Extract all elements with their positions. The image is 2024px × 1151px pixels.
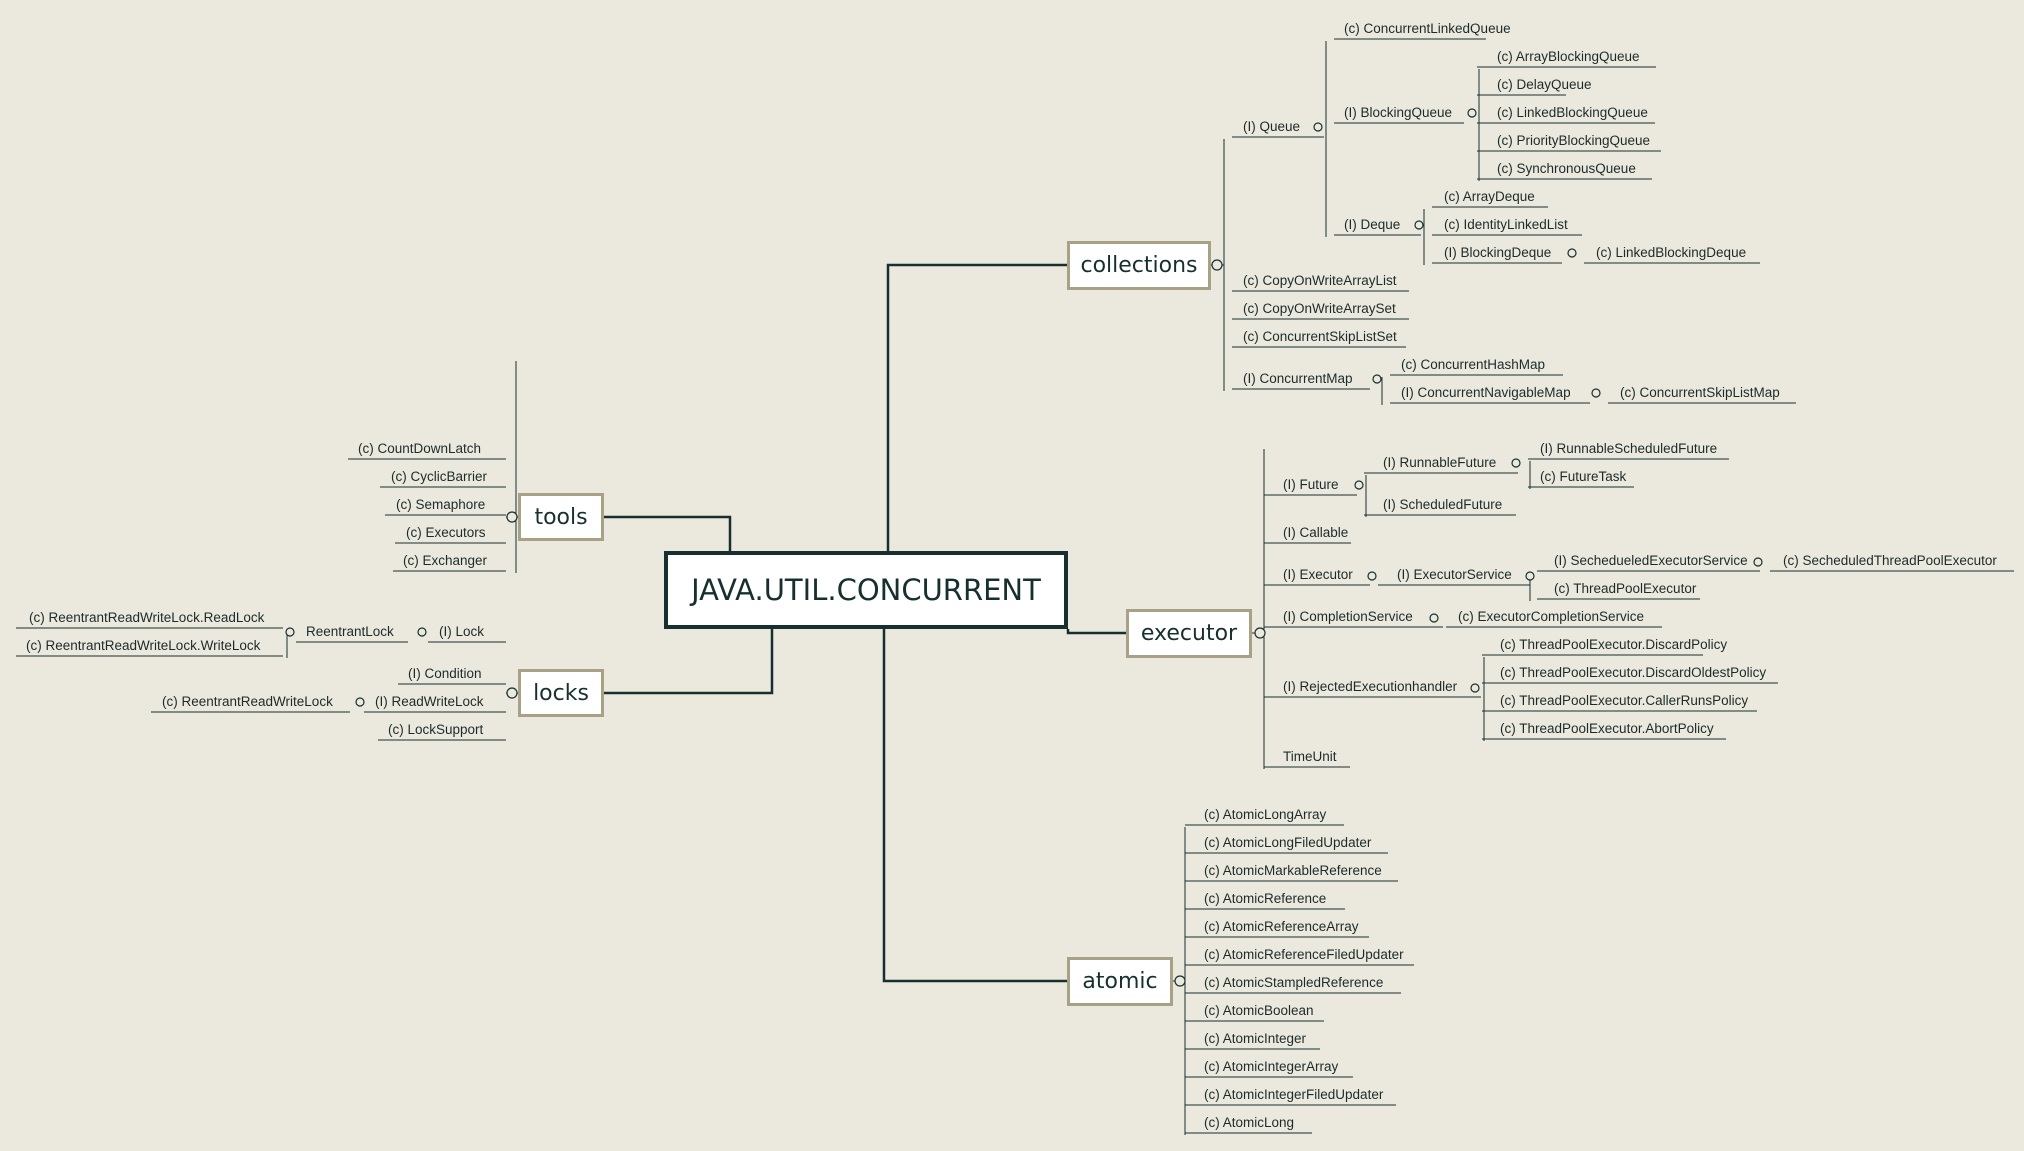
reentrant-lock[interactable]: ReentrantLock (306, 624, 394, 639)
collapse-toggle-icon[interactable] (1525, 571, 1535, 581)
collapse-toggle-icon[interactable] (1254, 627, 1266, 639)
collapse-toggle-icon[interactable] (1367, 571, 1377, 581)
array-blocking-queue[interactable]: (c) ArrayBlockingQueue (1497, 49, 1640, 64)
collapse-toggle-icon[interactable] (1467, 108, 1477, 118)
collapse-toggle-icon[interactable] (1511, 458, 1521, 468)
atomic-item[interactable]: (c) AtomicIntegerFiledUpdater (1204, 1087, 1384, 1102)
condition-interface[interactable]: (I) Condition (408, 666, 482, 681)
atomic-item[interactable]: (c) AtomicStampledReference (1204, 975, 1384, 990)
discard-policy[interactable]: (c) ThreadPoolExecutor.DiscardPolicy (1500, 637, 1728, 652)
collapse-toggle-icon[interactable] (1753, 557, 1763, 567)
linked-blocking-queue[interactable]: (c) LinkedBlockingQueue (1497, 105, 1648, 120)
concurrent-map-interface[interactable]: (I) ConcurrentMap (1243, 371, 1353, 386)
concurrent-navigable-map-interface[interactable]: (I) ConcurrentNavigableMap (1401, 385, 1571, 400)
atomic-item[interactable]: (c) AtomicBoolean (1204, 1003, 1314, 1018)
collapse-toggle-icon[interactable] (506, 511, 518, 523)
write-lock[interactable]: (c) ReentrantReadWriteLock.WriteLock (26, 638, 261, 653)
collapse-toggle-icon[interactable] (1372, 374, 1382, 384)
collapse-toggle-icon[interactable] (1567, 248, 1577, 258)
trunk-atomic (882, 629, 1067, 983)
branch-executor[interactable]: executor (1126, 609, 1252, 658)
collapse-toggle-icon[interactable] (1354, 480, 1364, 490)
read-lock[interactable]: (c) ReentrantReadWriteLock.ReadLock (29, 610, 265, 625)
thread-pool-executor[interactable]: (c) ThreadPoolExecutor (1554, 581, 1697, 596)
root-node[interactable]: JAVA.UTIL.CONCURRENT (664, 551, 1068, 629)
scheduled-future-interface[interactable]: (I) ScheduledFuture (1383, 497, 1503, 512)
deque-interface[interactable]: (I) Deque (1344, 217, 1401, 232)
scheduled-executor-service-interface[interactable]: (I) SechedueledExecutorService (1554, 553, 1748, 568)
scheduled-thread-pool-executor[interactable]: (c) SecheduledThreadPoolExecutor (1783, 553, 1997, 568)
copy-on-write-array-set[interactable]: (c) CopyOnWriteArraySet (1243, 301, 1396, 316)
collapse-toggle-icon[interactable] (1470, 683, 1480, 693)
time-unit[interactable]: TimeUnit (1283, 749, 1337, 764)
caller-runs-policy[interactable]: (c) ThreadPoolExecutor.CallerRunsPolicy (1500, 693, 1749, 708)
future-task[interactable]: (c) FutureTask (1540, 469, 1627, 484)
delay-queue[interactable]: (c) DelayQueue (1497, 77, 1592, 92)
runnable-scheduled-future-interface[interactable]: (I) RunnableScheduledFuture (1540, 441, 1718, 456)
collapse-toggle-icon[interactable] (506, 687, 518, 699)
collapse-toggle-icon[interactable] (1174, 975, 1186, 987)
branch-atomic[interactable]: atomic (1067, 957, 1173, 1006)
trunk-locks (604, 629, 774, 695)
identity-linked-list[interactable]: (c) IdentityLinkedList (1444, 217, 1568, 232)
semaphore[interactable]: (c) Semaphore (396, 497, 486, 512)
exchanger[interactable]: (c) Exchanger (403, 553, 488, 568)
collapse-toggle-icon[interactable] (1414, 220, 1424, 230)
abort-policy[interactable]: (c) ThreadPoolExecutor.AbortPolicy (1500, 721, 1714, 736)
collapse-toggle-icon[interactable] (1211, 259, 1223, 271)
concurrent-skip-list-set[interactable]: (c) ConcurrentSkipListSet (1243, 329, 1397, 344)
atomic-item[interactable]: (c) AtomicLongArray (1204, 807, 1327, 822)
executor-service-interface[interactable]: (I) ExecutorService (1397, 567, 1512, 582)
branch-tools[interactable]: tools (518, 493, 604, 541)
completion-service-interface[interactable]: (I) CompletionService (1283, 609, 1413, 624)
atomic-item[interactable]: (c) AtomicInteger (1204, 1031, 1307, 1046)
atomic-item[interactable]: (c) AtomicReferenceArray (1204, 919, 1359, 934)
discard-oldest-policy[interactable]: (c) ThreadPoolExecutor.DiscardOldestPoli… (1500, 665, 1767, 680)
trunk-tools (604, 515, 732, 551)
executors[interactable]: (c) Executors (406, 525, 486, 540)
trunk-collections (886, 263, 1067, 551)
atomic-item[interactable]: (c) AtomicReferenceFiledUpdater (1204, 947, 1404, 962)
rejected-execution-handler-interface[interactable]: (I) RejectedExecutionhandler (1283, 679, 1458, 694)
atomic-item[interactable]: (c) AtomicLongFiledUpdater (1204, 835, 1372, 850)
blocking-queue-interface[interactable]: (I) BlockingQueue (1344, 105, 1453, 120)
queue-interface[interactable]: (I) Queue (1243, 119, 1301, 134)
callable-interface[interactable]: (I) Callable (1283, 525, 1349, 540)
branch-collections[interactable]: collections (1067, 241, 1211, 290)
runnable-future-interface[interactable]: (I) RunnableFuture (1383, 455, 1497, 470)
synchronous-queue[interactable]: (c) SynchronousQueue (1497, 161, 1636, 176)
lock-interface[interactable]: (I) Lock (439, 624, 485, 639)
priority-blocking-queue[interactable]: (c) PriorityBlockingQueue (1497, 133, 1651, 148)
atomic-item[interactable]: (c) AtomicReference (1204, 891, 1327, 906)
future-interface[interactable]: (I) Future (1283, 477, 1339, 492)
atomic-item[interactable]: (c) AtomicLong (1204, 1115, 1295, 1130)
collapse-toggle-icon[interactable] (1313, 122, 1323, 132)
branch-locks[interactable]: locks (518, 669, 604, 717)
copy-on-write-array-list[interactable]: (c) CopyOnWriteArrayList (1243, 273, 1397, 288)
count-down-latch[interactable]: (c) CountDownLatch (358, 441, 482, 456)
lock-support[interactable]: (c) LockSupport (388, 722, 484, 737)
concurrent-skip-list-map[interactable]: (c) ConcurrentSkipListMap (1620, 385, 1780, 400)
linked-blocking-deque[interactable]: (c) LinkedBlockingDeque (1596, 245, 1747, 260)
concurrent-hash-map[interactable]: (c) ConcurrentHashMap (1401, 357, 1546, 372)
collapse-toggle-icon[interactable] (1591, 388, 1601, 398)
atomic-item[interactable]: (c) AtomicIntegerArray (1204, 1059, 1339, 1074)
executor-completion-service[interactable]: (c) ExecutorCompletionService (1458, 609, 1645, 624)
array-deque[interactable]: (c) ArrayDeque (1444, 189, 1535, 204)
collapse-toggle-icon[interactable] (285, 627, 295, 637)
collapse-toggle-icon[interactable] (1429, 613, 1439, 623)
collapse-toggle-icon[interactable] (355, 697, 365, 707)
collapse-toggle-icon[interactable] (417, 627, 427, 637)
trunk-executor (1066, 629, 1126, 635)
concurrent-linked-queue[interactable]: (c) ConcurrentLinkedQueue (1344, 21, 1511, 36)
reentrant-read-write-lock[interactable]: (c) ReentrantReadWriteLock (162, 694, 333, 709)
atomic-item[interactable]: (c) AtomicMarkableReference (1204, 863, 1382, 878)
read-write-lock-interface[interactable]: (I) ReadWriteLock (375, 694, 484, 709)
cyclic-barrier[interactable]: (c) CyclicBarrier (391, 469, 487, 484)
blocking-deque-interface[interactable]: (I) BlockingDeque (1444, 245, 1552, 260)
executor-interface[interactable]: (I) Executor (1283, 567, 1353, 582)
